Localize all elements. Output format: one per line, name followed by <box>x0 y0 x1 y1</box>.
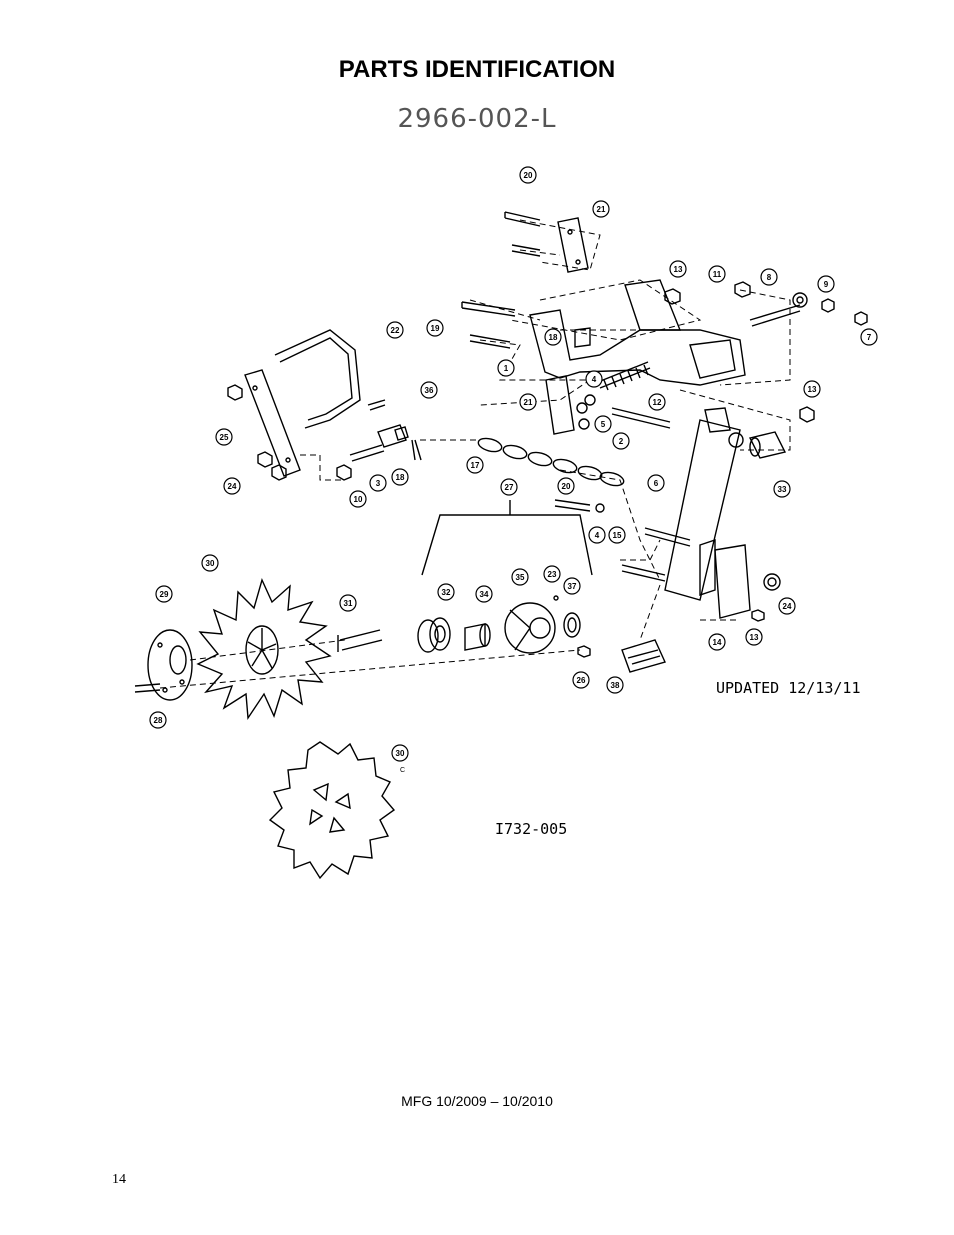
callout-number: 6 <box>654 479 659 488</box>
callout-balloon <box>426 319 444 337</box>
callout-number: 30 <box>206 559 215 568</box>
callout-number: 35 <box>516 573 525 582</box>
callout-balloon <box>557 477 575 495</box>
callout-balloon <box>606 676 624 694</box>
callout-balloon <box>519 393 537 411</box>
callout-balloon <box>708 265 726 283</box>
callout-balloon <box>778 597 796 615</box>
callout-number: 20 <box>562 482 571 491</box>
callout-balloon <box>511 568 529 586</box>
callout-number: 29 <box>160 590 169 599</box>
updated-note: UPDATED 12/13/11 <box>716 679 861 697</box>
callout-balloon <box>669 260 687 278</box>
page-number: 14 <box>112 1172 126 1187</box>
callout-number: 38 <box>611 681 620 690</box>
callout-number: 22 <box>391 326 400 335</box>
callout-balloon <box>572 671 590 689</box>
callout-number: 4 <box>595 531 600 540</box>
callout-balloon <box>544 328 562 346</box>
callout-number: 12 <box>653 398 662 407</box>
callout-balloon <box>543 565 561 583</box>
callout-balloon <box>708 633 726 651</box>
callout-number: 18 <box>549 333 558 342</box>
callout-number: 11 <box>713 270 722 279</box>
callout-balloon <box>608 526 626 544</box>
callout-balloon <box>760 268 778 286</box>
callout-balloon <box>585 370 603 388</box>
callout-balloon <box>745 628 763 646</box>
callout-balloon <box>201 554 219 572</box>
callout-balloon <box>817 275 835 293</box>
callout-balloon <box>594 415 612 433</box>
callout-number: 33 <box>778 485 787 494</box>
callout-balloon <box>773 480 791 498</box>
drawing-number: I732-005 <box>495 820 567 838</box>
callout-number: 20 <box>524 171 533 180</box>
callout-number: 7 <box>867 333 872 342</box>
callout-balloon <box>475 585 493 603</box>
callout-number: 30 <box>396 749 405 758</box>
callout-number: 13 <box>750 633 759 642</box>
callout-balloon <box>339 594 357 612</box>
callout-balloon <box>420 381 438 399</box>
callout-number: 3 <box>376 479 381 488</box>
callout-balloon <box>647 474 665 492</box>
callout-number: 21 <box>524 398 533 407</box>
callout-balloon <box>803 380 821 398</box>
callout-balloon <box>588 526 606 544</box>
callout-number: 15 <box>613 531 622 540</box>
callout-number: 14 <box>713 638 722 647</box>
callout-balloon <box>215 428 233 446</box>
callout-number: 23 <box>548 570 557 579</box>
page-title: PARTS IDENTIFICATION <box>338 56 616 83</box>
model-number: 2966-002-L <box>397 104 557 134</box>
callout-number: 24 <box>228 482 237 491</box>
callout-number: 36 <box>425 386 434 395</box>
callout-balloon <box>860 328 878 346</box>
callout-balloon <box>223 477 241 495</box>
callout-number: 13 <box>674 265 683 274</box>
callout-number: 10 <box>354 495 363 504</box>
callout-balloon <box>500 478 518 496</box>
callout-number: 34 <box>480 590 489 599</box>
callout-number: 25 <box>220 433 229 442</box>
callout-number: 31 <box>344 599 353 608</box>
callout-number: 17 <box>471 461 480 470</box>
callout-30c-suffix: C <box>400 767 405 774</box>
mfg-date-range: MFG 10/2009 – 10/2010 <box>401 1093 553 1109</box>
callout-number: 26 <box>577 676 586 685</box>
callout-number: 28 <box>154 716 163 725</box>
callout-number: 19 <box>431 324 440 333</box>
callout-balloon <box>519 166 537 184</box>
callout-number: 32 <box>442 588 451 597</box>
callout-balloon <box>386 321 404 339</box>
callout-number: 2 <box>619 437 624 446</box>
callout-balloon <box>391 468 409 486</box>
callout-number: 4 <box>592 375 597 384</box>
callout-number: 1 <box>504 364 509 373</box>
callout-number: 9 <box>824 280 829 289</box>
callout-balloon <box>349 490 367 508</box>
callout-number: 27 <box>505 483 514 492</box>
callout-number: 5 <box>601 420 606 429</box>
callout-balloon <box>592 200 610 218</box>
callout-number: 24 <box>783 602 792 611</box>
callout-balloon <box>497 359 515 377</box>
callout-balloon <box>391 744 409 762</box>
callout-number: 13 <box>808 385 817 394</box>
callout-balloon <box>466 456 484 474</box>
callout-balloon <box>155 585 173 603</box>
callout-number: 37 <box>568 582 577 591</box>
callout-balloon <box>149 711 167 729</box>
callout-number: 18 <box>396 473 405 482</box>
callout-balloon <box>437 583 455 601</box>
callout-balloon <box>563 577 581 595</box>
callout-number: 21 <box>597 205 606 214</box>
callout-number: 8 <box>767 273 772 282</box>
callout-balloon <box>648 393 666 411</box>
callout-balloon <box>612 432 630 450</box>
callout-balloon <box>369 474 387 492</box>
